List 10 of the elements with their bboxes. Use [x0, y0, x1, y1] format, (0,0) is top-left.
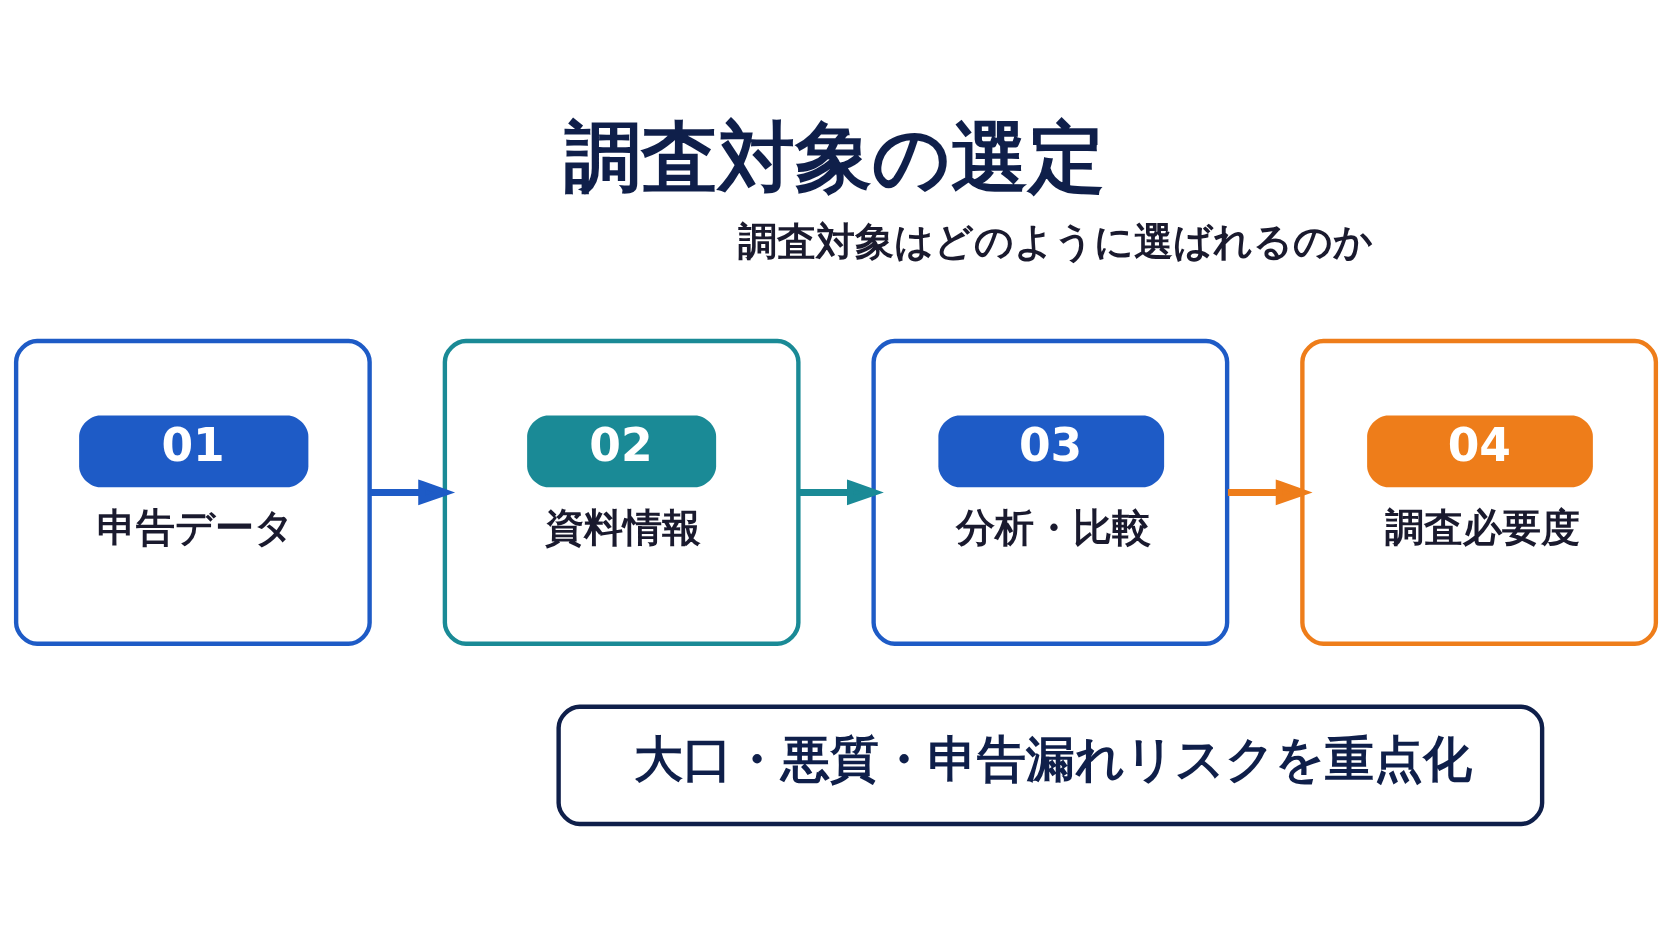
- node-box: 大口・悪質・申告漏れリスクを重点化: [556, 704, 1545, 827]
- node-box: 02 資料情報: [442, 338, 801, 646]
- arrow: [799, 479, 884, 506]
- node-box: 01 申告データ: [13, 338, 372, 646]
- arrow: [1227, 479, 1313, 506]
- node-box: 03 分析・比較: [871, 338, 1230, 646]
- label: 調査対象はどのように選ばれるのか: [738, 218, 1373, 264]
- diagram-title: 調査対象の選定: [563, 112, 1105, 202]
- node-box: 04 調査必要度: [1300, 338, 1659, 646]
- arrow: [370, 479, 456, 506]
